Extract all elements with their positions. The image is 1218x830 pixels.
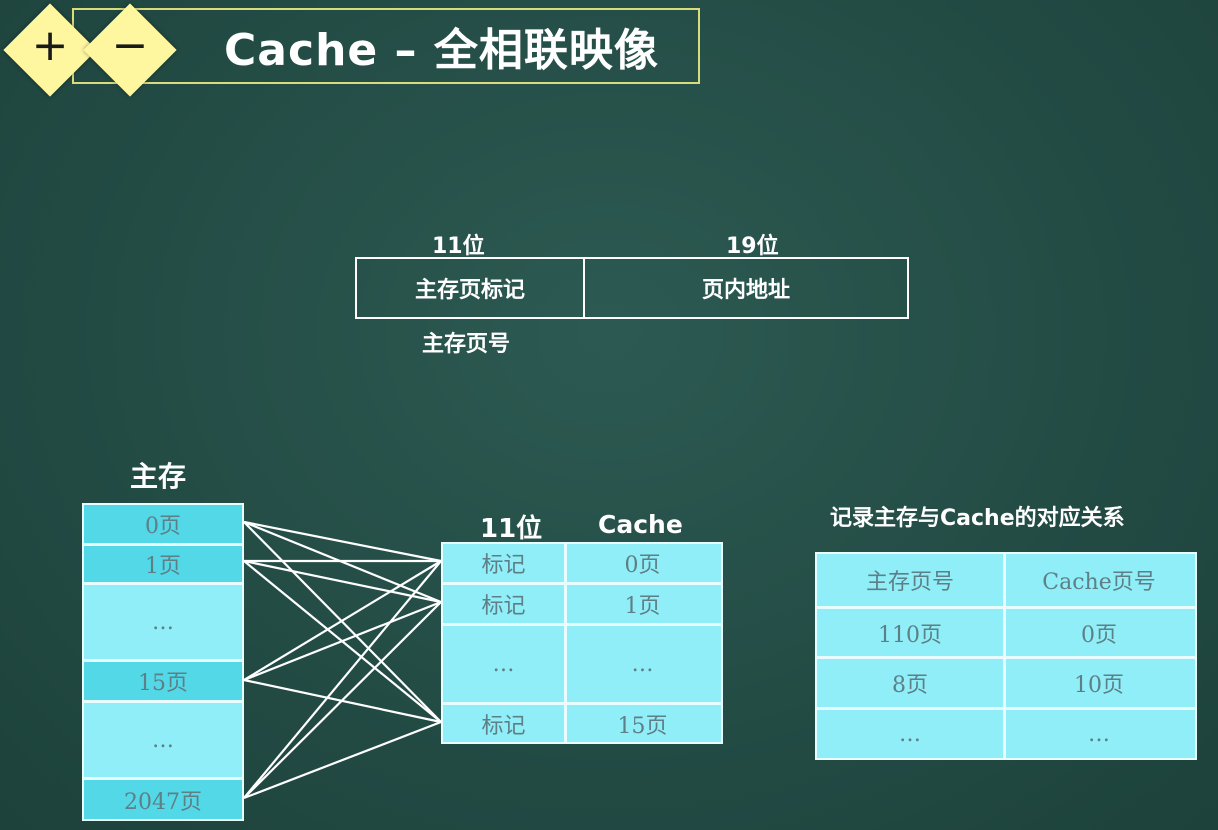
column-header-cache-page: Cache页号 bbox=[1042, 570, 1156, 595]
offset-field: 页内地址 bbox=[701, 278, 790, 303]
cache-tag-bits-label: 11位 bbox=[480, 514, 543, 544]
table-cell: 10页 bbox=[1074, 673, 1124, 698]
mapping-line bbox=[243, 720, 442, 800]
divider bbox=[84, 543, 242, 546]
cache-tag: … bbox=[492, 651, 515, 677]
table-cell: 110页 bbox=[878, 622, 942, 648]
main-memory-ellipsis: … bbox=[152, 609, 174, 635]
divider bbox=[84, 700, 242, 703]
cache-page: 15页 bbox=[617, 713, 668, 739]
divider bbox=[817, 656, 1195, 659]
table-cell: … bbox=[1088, 721, 1110, 747]
main-memory-column: 0页 1页 … 15页 … 2047页 bbox=[82, 503, 244, 821]
column-divider bbox=[564, 544, 567, 742]
divider bbox=[817, 707, 1195, 710]
divider bbox=[84, 582, 242, 585]
main-memory-page-0: 0页 bbox=[84, 505, 242, 543]
cache-row: 标记 15页 bbox=[443, 705, 721, 742]
table-cell: 0页 bbox=[1081, 622, 1117, 648]
main-memory-heading: 主存 bbox=[130, 460, 187, 493]
cache-page: … bbox=[631, 651, 654, 677]
divider bbox=[84, 659, 242, 662]
main-memory-ellipsis: … bbox=[152, 727, 174, 753]
cache-page: 0页 bbox=[624, 553, 661, 578]
mapping-line bbox=[243, 600, 442, 682]
table-cell: 8页 bbox=[892, 673, 928, 698]
mapping-line bbox=[243, 521, 442, 723]
table-header-row: 主存页号 Cache页号 bbox=[817, 554, 1195, 606]
column-divider bbox=[1003, 554, 1006, 758]
table-row: 110页 0页 bbox=[817, 609, 1195, 656]
mapping-line bbox=[243, 560, 442, 799]
main-memory-page-2047: 2047页 bbox=[84, 780, 242, 819]
mapping-table-caption: 记录主存与Cache的对应关系 bbox=[830, 506, 1125, 531]
tag-field: 主存页标记 bbox=[357, 259, 585, 317]
divider bbox=[443, 702, 721, 705]
cache-tag: 标记 bbox=[481, 713, 526, 739]
cache-tag: 标记 bbox=[481, 594, 526, 619]
table-cell: … bbox=[899, 721, 921, 747]
main-memory-page-1: 1页 bbox=[84, 546, 242, 582]
divider bbox=[817, 606, 1195, 609]
cache-block: 标记 0页 标记 1页 … … 标记 15页 bbox=[441, 542, 723, 744]
mapping-line bbox=[243, 520, 442, 563]
mapping-line bbox=[243, 560, 442, 681]
tag-bits-label: 11位 bbox=[432, 234, 485, 259]
address-format-box: 主存页标记 页内地址 bbox=[355, 257, 909, 319]
divider bbox=[443, 582, 721, 585]
mapping-line bbox=[243, 559, 442, 604]
divider bbox=[443, 623, 721, 626]
column-header-main-page: 主存页号 bbox=[865, 570, 954, 595]
minus-icon[interactable]: − bbox=[111, 20, 149, 71]
cache-row: … … bbox=[443, 626, 721, 702]
cache-tag: 标记 bbox=[481, 553, 526, 578]
table-row: … … bbox=[817, 710, 1195, 758]
mapping-line bbox=[243, 601, 442, 799]
offset-bits-label: 19位 bbox=[726, 234, 779, 259]
plus-icon[interactable]: + bbox=[31, 20, 69, 71]
page-number-label: 主存页号 bbox=[422, 332, 511, 357]
cache-page: 1页 bbox=[624, 594, 661, 619]
divider bbox=[84, 777, 242, 780]
cache-heading: Cache bbox=[598, 510, 683, 539]
mapping-table: 主存页号 Cache页号 110页 0页 8页 10页 … … bbox=[815, 552, 1197, 760]
cache-row: 标记 0页 bbox=[443, 544, 721, 582]
cache-row: 标记 1页 bbox=[443, 585, 721, 623]
page-title: Cache – 全相联映像 bbox=[224, 25, 659, 76]
table-row: 8页 10页 bbox=[817, 659, 1195, 707]
main-memory-page-15: 15页 bbox=[84, 662, 242, 700]
